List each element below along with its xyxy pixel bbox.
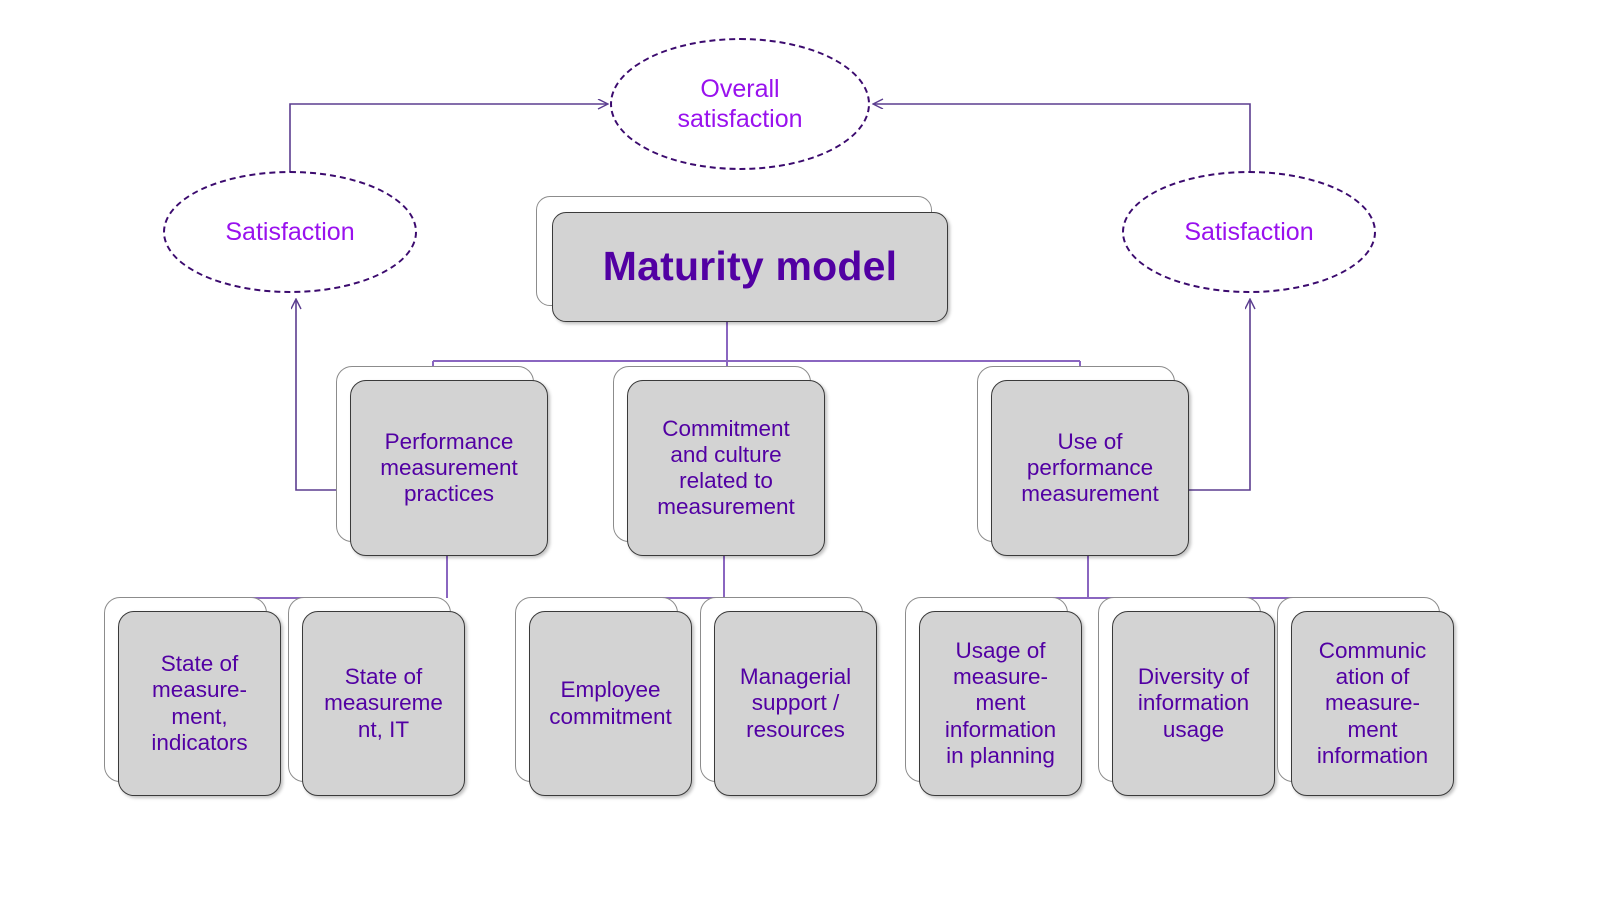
card-front-layer: Use of performance measurement <box>991 380 1189 556</box>
ellipse-satisfaction-left: Satisfaction <box>163 171 417 293</box>
node-employee-commitment: Employee commitment <box>515 597 692 796</box>
card-front-layer: Managerial support / resources <box>714 611 877 796</box>
node-communication-of-measurement-information: Communic ation of measure- ment informat… <box>1277 597 1454 796</box>
ellipse-satisfaction-right: Satisfaction <box>1122 171 1376 293</box>
node-state-of-measurement-indicators: State of measure- ment, indicators <box>104 597 281 796</box>
node-state-of-measurement-indicators-label: State of measure- ment, indicators <box>151 651 248 755</box>
card-front-layer: Commitment and culture related to measur… <box>627 380 825 556</box>
node-maturity-model: Maturity model <box>536 196 948 322</box>
node-state-of-measurement-it: State of measureme nt, IT <box>288 597 465 796</box>
node-state-of-measurement-it-label: State of measureme nt, IT <box>324 664 443 742</box>
node-diversity-of-information-usage: Diversity of information usage <box>1098 597 1275 796</box>
card-front-layer: Employee commitment <box>529 611 692 796</box>
card-front-layer: Performance measurement practices <box>350 380 548 556</box>
node-communication-of-measurement-information-label: Communic ation of measure- ment informat… <box>1316 638 1429 768</box>
node-usage-of-measurement-information-in-planning: Usage of measure- ment information in pl… <box>905 597 1082 796</box>
ellipse-satisfaction-right-label: Satisfaction <box>1184 217 1314 246</box>
node-diversity-of-information-usage-label: Diversity of information usage <box>1137 664 1250 742</box>
node-usage-of-measurement-information-in-planning-label: Usage of measure- ment information in pl… <box>944 638 1057 768</box>
tree-connectors-ccm <box>600 556 811 599</box>
node-managerial-support-resources-label: Managerial support / resources <box>739 664 852 742</box>
card-front-layer: Usage of measure- ment information in pl… <box>919 611 1082 796</box>
ellipse-overall-satisfaction: Overall satisfaction <box>610 38 870 170</box>
node-commitment-and-culture: Commitment and culture related to measur… <box>613 366 825 556</box>
node-use-of-performance-measurement: Use of performance measurement <box>977 366 1189 556</box>
node-performance-measurement-practices-label: Performance measurement practices <box>380 428 518 507</box>
node-maturity-model-label: Maturity model <box>602 243 898 290</box>
node-managerial-support-resources: Managerial support / resources <box>700 597 877 796</box>
tree-connectors-upm <box>991 556 1369 599</box>
node-employee-commitment-label: Employee commitment <box>549 677 672 729</box>
arrow-upm-to-right-satisfaction <box>1189 300 1250 491</box>
node-use-of-performance-measurement-label: Use of performance measurement <box>1021 428 1159 507</box>
card-front-layer: State of measure- ment, indicators <box>118 611 281 796</box>
arrow-left-satisfaction-to-overall <box>289 104 607 172</box>
ellipse-overall-satisfaction-label: Overall satisfaction <box>677 74 803 134</box>
arrow-pmp-to-left-satisfaction <box>296 300 336 491</box>
tree-connectors-pmp <box>189 556 448 599</box>
card-front-layer: State of measureme nt, IT <box>302 611 465 796</box>
node-commitment-and-culture-label: Commitment and culture related to measur… <box>657 415 795 520</box>
tree-connectors-level2 <box>432 322 1081 366</box>
node-performance-measurement-practices: Performance measurement practices <box>336 366 548 556</box>
card-front-layer: Maturity model <box>552 212 948 322</box>
arrow-right-satisfaction-to-overall <box>874 104 1251 172</box>
card-front-layer: Diversity of information usage <box>1112 611 1275 796</box>
ellipse-satisfaction-left-label: Satisfaction <box>225 217 355 246</box>
card-front-layer: Communic ation of measure- ment informat… <box>1291 611 1454 796</box>
